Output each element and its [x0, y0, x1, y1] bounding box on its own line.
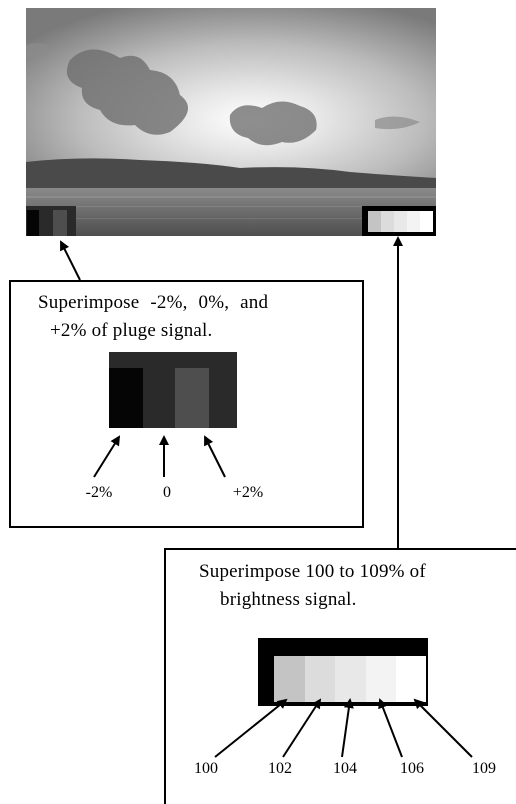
brightness-bar-106 [366, 656, 396, 702]
cloud [375, 116, 420, 130]
cloud [26, 43, 55, 58]
brightness-bar-102 [305, 656, 335, 702]
sunset-photo [26, 8, 436, 236]
arrow-109 [413, 698, 473, 758]
brightness-bar-109 [396, 656, 426, 702]
brightness-callout-box [164, 548, 516, 804]
pluge-label-0: 0 [163, 484, 171, 501]
pluge-label-minus2: -2% [85, 484, 113, 501]
brightness-label-109: 109 [472, 760, 496, 777]
brightness-signal-overlay [362, 206, 436, 236]
arrow-104 [341, 698, 354, 758]
pluge-bar-0 [143, 368, 175, 428]
pluge-caption-line2: +2% of pluge signal. [50, 320, 213, 341]
brightness-label-100: 100 [194, 760, 218, 777]
brightness-caption-line2: brightness signal. [220, 589, 357, 610]
brightness-label-104: 104 [333, 760, 357, 777]
cloud [229, 101, 317, 146]
hills [26, 158, 436, 190]
brightness-label-102: 102 [268, 760, 292, 777]
brightness-bar-100 [274, 656, 305, 702]
pluge-bar-minus2 [109, 368, 143, 428]
brightness-signal-swatch [258, 638, 428, 706]
arrow-minus2 [93, 435, 121, 478]
arrow-106 [378, 698, 403, 758]
brightness-label-106: 106 [400, 760, 424, 777]
pluge-label-plus2: +2% [232, 484, 264, 501]
arrow-plus2 [204, 435, 226, 478]
pluge-bar-plus2 [175, 368, 209, 428]
pluge-signal-swatch [109, 352, 237, 428]
arrow-pluge-to-photo [60, 240, 81, 281]
arrow-100 [214, 698, 288, 758]
pluge-caption-line1: Superimpose -2%, 0%, and [38, 292, 269, 313]
brightness-bar-104 [335, 656, 366, 702]
arrow-102 [282, 698, 322, 758]
pluge-signal-overlay [26, 206, 76, 236]
cloud [66, 49, 188, 135]
brightness-caption-line1: Superimpose 100 to 109% of [199, 561, 426, 582]
